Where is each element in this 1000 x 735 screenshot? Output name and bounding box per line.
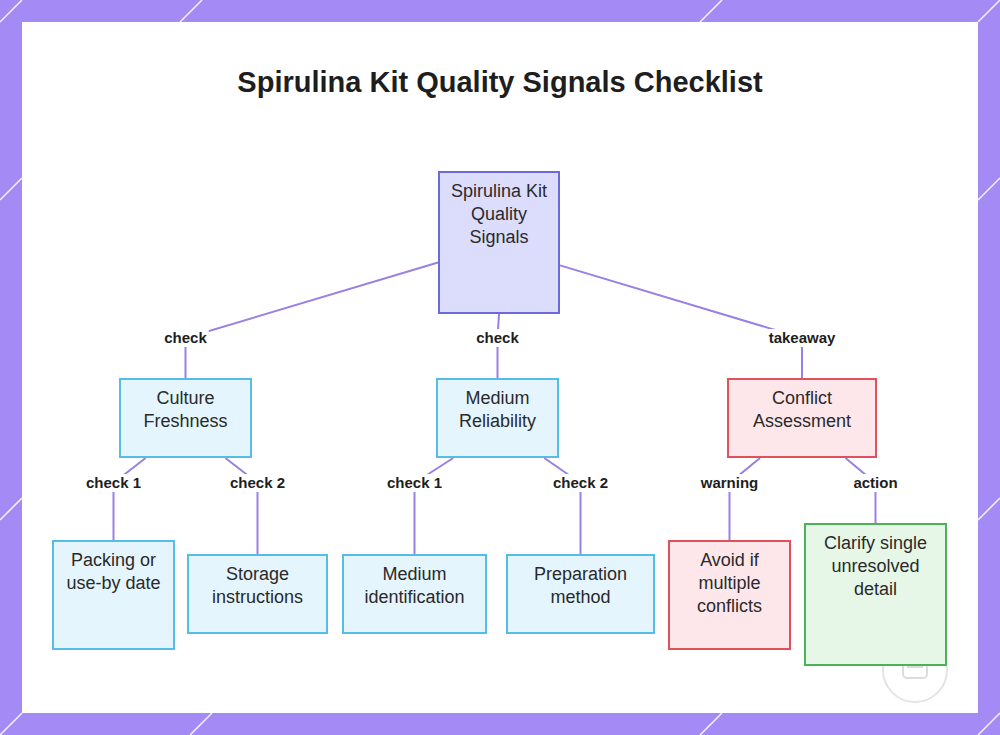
box-text: Packing or use-by date (60, 549, 167, 595)
process-box: Spirulina Kit Quality Signals (438, 171, 560, 314)
process-box: Medium identification (342, 554, 487, 634)
process-box: Clarify single unresolved detail (804, 523, 947, 666)
edge-label: action (851, 474, 899, 492)
process-box: Preparation method (506, 554, 655, 634)
edge-label: warning (699, 474, 761, 492)
box-text: Preparation method (514, 563, 647, 609)
process-box: Storage instructions (187, 554, 328, 634)
process-box: Packing or use-by date (52, 540, 175, 650)
connector-line (544, 458, 580, 554)
process-box: Medium Reliability (436, 378, 559, 458)
diagram-title: Spirulina Kit Quality Signals Checklist (200, 64, 800, 101)
box-text: Conflict Assessment (735, 387, 869, 433)
connector-line (114, 458, 146, 540)
edge-label: check 2 (228, 474, 287, 492)
box-text: Avoid if multiple conflicts (676, 549, 783, 618)
box-text: Medium Reliability (444, 387, 551, 433)
process-box: Avoid if multiple conflicts (668, 540, 791, 650)
connector-line (415, 458, 454, 554)
box-text: Clarify single unresolved detail (812, 532, 939, 601)
edge-label: check 1 (84, 474, 143, 492)
box-text: Spirulina Kit Quality Signals (446, 180, 552, 249)
connector-line (225, 458, 257, 554)
edge-label: check (162, 329, 209, 347)
connector-line (560, 265, 802, 378)
edge-label: check 2 (551, 474, 610, 492)
box-text: Medium identification (350, 563, 479, 609)
box-text: Storage instructions (195, 563, 320, 609)
process-box: Conflict Assessment (727, 378, 877, 458)
connector-line (186, 263, 439, 378)
connector-line (730, 458, 761, 540)
edge-label: check (474, 329, 521, 347)
edge-label: check 1 (385, 474, 444, 492)
box-text: Culture Freshness (127, 387, 244, 433)
process-box: Culture Freshness (119, 378, 252, 458)
edge-label: takeaway (767, 329, 838, 347)
